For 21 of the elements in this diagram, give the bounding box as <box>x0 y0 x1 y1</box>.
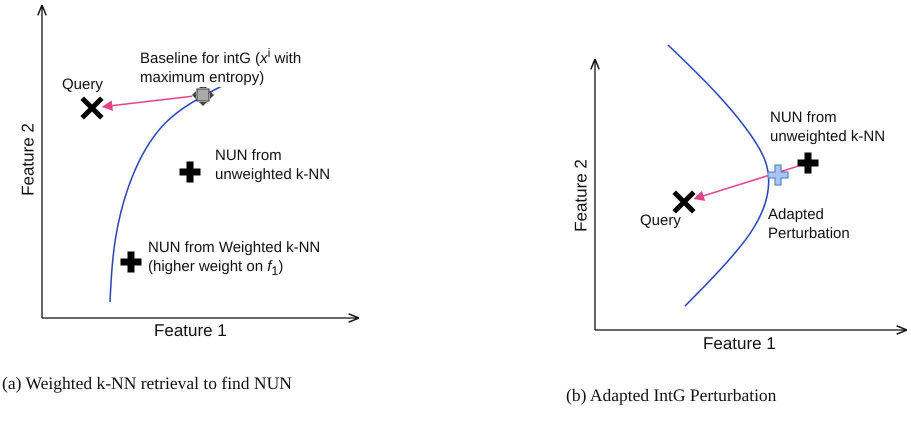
plus-marker-icon <box>120 251 142 273</box>
axis-label: Feature 1 <box>154 321 227 340</box>
point-label: NUN from unweighted k-NN <box>215 146 332 184</box>
axis-label: Feature 2 <box>18 122 38 198</box>
cross-marker-icon <box>81 97 103 119</box>
arrow <box>102 96 192 111</box>
arrow <box>694 166 798 201</box>
axis-label: Feature 2 <box>572 158 590 234</box>
point-label: Adapted Perturbation <box>768 205 851 243</box>
square-marker-icon <box>192 84 214 106</box>
caption: (a) Weighted k-NN retrieval to find NUN <box>2 373 293 394</box>
cross-marker-icon <box>673 191 695 213</box>
point-label: Query <box>62 75 104 94</box>
caption: (b) Adapted IntG Perturbation <box>566 385 778 406</box>
point-label: Query <box>640 211 682 230</box>
point-label: NUN from Weighted k-NN (higher weight on f$_{1}$) <box>148 238 322 280</box>
point-label: NUN from unweighted k-NN <box>770 108 886 146</box>
plus-marker-icon <box>767 164 789 186</box>
plus-marker-icon <box>797 152 819 174</box>
axis-label: Feature 1 <box>703 334 776 353</box>
plus-marker-icon <box>179 161 201 183</box>
